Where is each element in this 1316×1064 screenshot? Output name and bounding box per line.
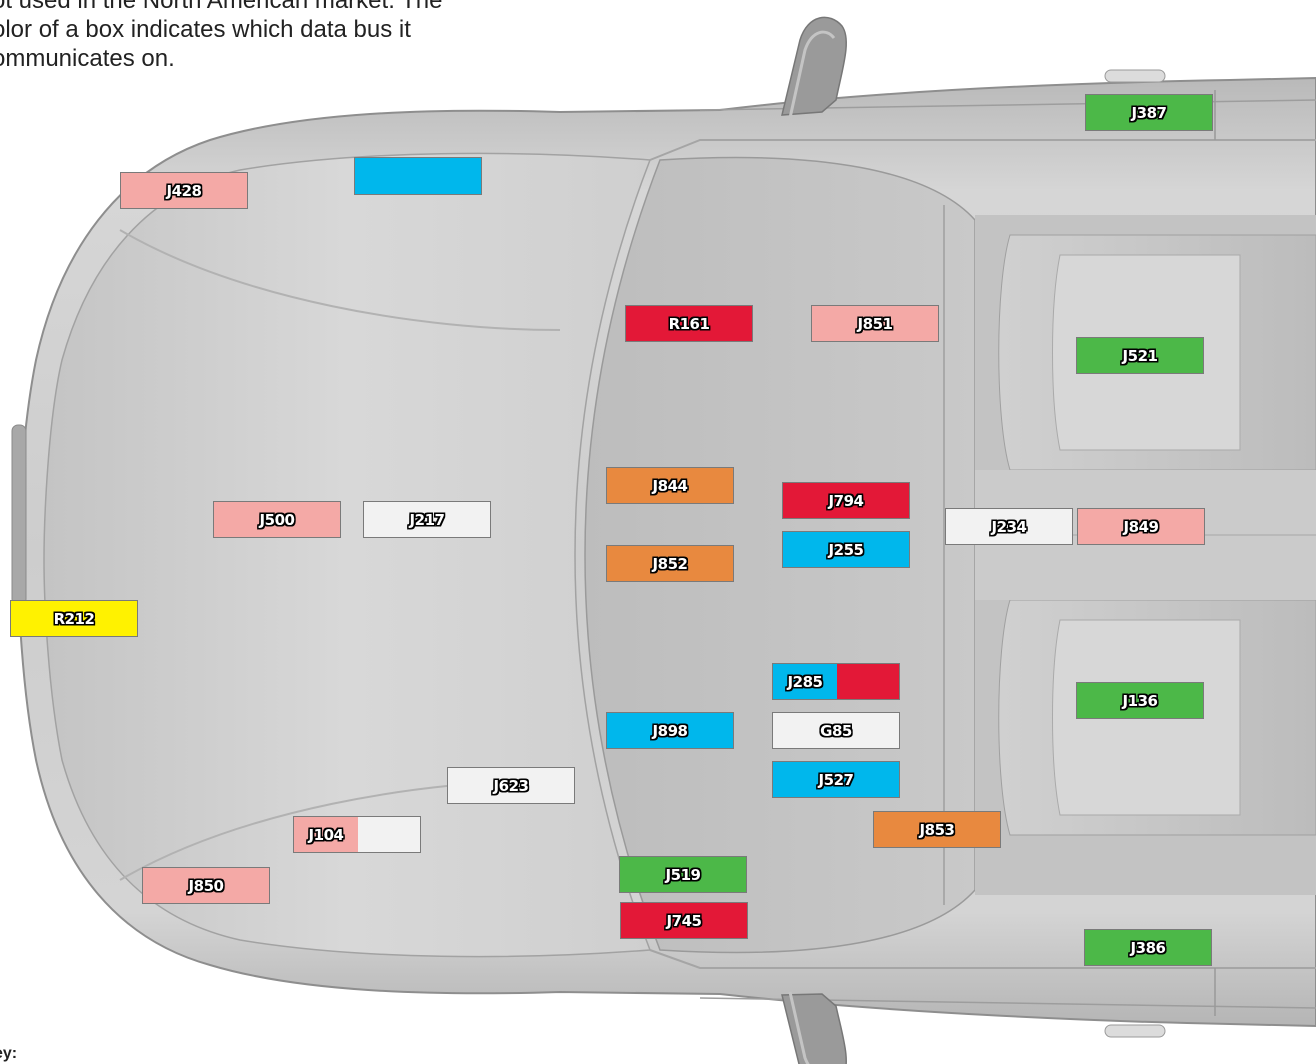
module-box-r212: R212 [10,600,138,637]
intro-text: ot used in the North American market. Th… [0,0,552,73]
module-box-j521: J521 [1076,337,1204,374]
module-box-second-bus-half [837,664,899,699]
module-label: J853 [919,820,955,839]
module-label: J849 [1123,517,1159,536]
module-label: J844 [652,476,688,495]
module-box-j898: J898 [606,712,734,749]
module-label: J136 [1122,691,1158,710]
module-box-j285: J285 [772,663,900,700]
module-box-j623: J623 [447,767,575,804]
module-label: J521 [1122,346,1158,365]
module-label: J852 [652,554,688,573]
module-box-unlabeled-blue [354,157,482,195]
module-label: J234 [991,517,1027,536]
intro-line: ommunicates on. [0,45,175,72]
module-label: J898 [652,721,688,740]
module-box-j386: J386 [1084,929,1212,966]
module-label: J527 [818,770,854,789]
module-box-j794: J794 [782,482,910,519]
module-label: J255 [828,540,864,559]
module-box-j527: J527 [772,761,900,798]
module-box-j217: J217 [363,501,491,538]
module-box-j387: J387 [1085,94,1213,131]
module-box-j745: J745 [620,902,748,939]
module-box-g85: G85 [772,712,900,749]
module-box-r161: R161 [625,305,753,342]
module-label: J623 [493,776,529,795]
module-box-j849: J849 [1077,508,1205,545]
module-label: J519 [665,865,701,884]
module-box-j852: J852 [606,545,734,582]
module-box-j255: J255 [782,531,910,568]
module-label: J428 [166,181,202,200]
module-label: J217 [409,510,445,529]
module-label: G85 [820,721,852,740]
module-box-j428: J428 [120,172,248,209]
module-label: J794 [828,491,864,510]
module-box-j851: J851 [811,305,939,342]
module-box-j104: J104 [293,816,421,853]
module-box-j519: J519 [619,856,747,893]
module-label: J386 [1130,938,1166,957]
intro-line: olor of a box indicates which data bus i… [0,16,411,43]
module-box-second-bus-half [358,817,420,852]
module-label: J745 [666,911,702,930]
module-label: J850 [188,876,224,895]
module-box-j844: J844 [606,467,734,504]
module-box-j500: J500 [213,501,341,538]
module-label: J104 [308,825,344,844]
module-label: J387 [1131,103,1167,122]
module-box-j850: J850 [142,867,270,904]
key-heading: ey: [0,1045,18,1062]
module-box-j136: J136 [1076,682,1204,719]
intro-line: ot used in the North American market. Th… [0,0,443,14]
module-label: R212 [53,609,95,628]
module-label: J851 [857,314,893,333]
module-label: R161 [668,314,710,333]
module-box-j853: J853 [873,811,1001,848]
module-label: J500 [259,510,295,529]
module-box-j234: J234 [945,508,1073,545]
module-label: J285 [787,672,823,691]
